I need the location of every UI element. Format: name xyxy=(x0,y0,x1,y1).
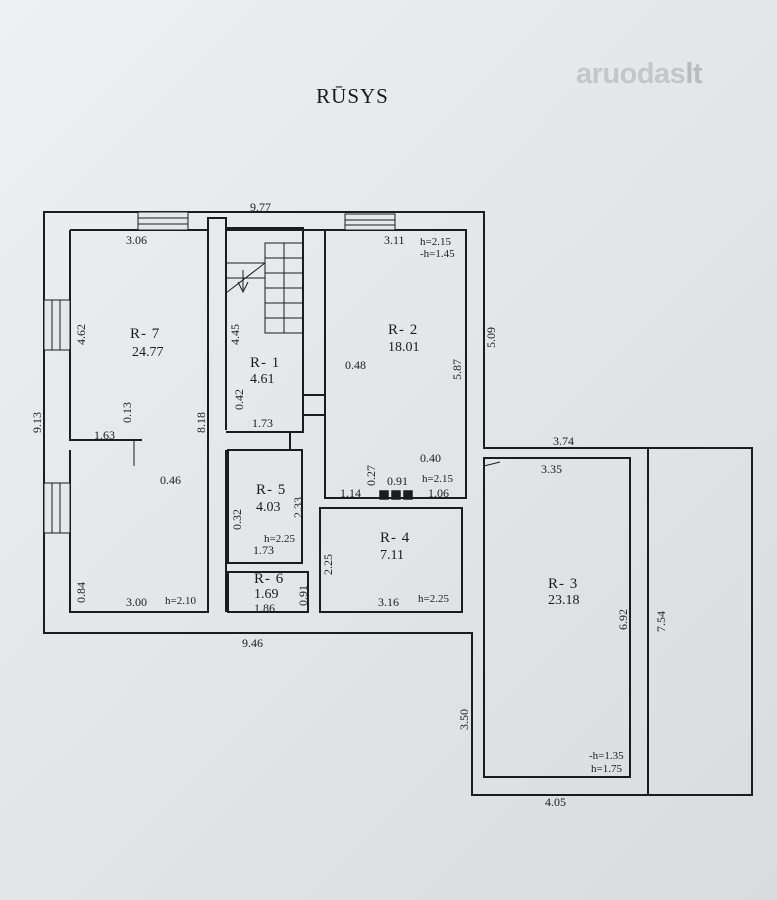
window-r2-top xyxy=(344,213,396,231)
dim-r7-partition: 1.63 xyxy=(94,428,115,442)
dim-r6-side: 0.91 xyxy=(296,585,310,606)
outer-wall xyxy=(43,211,753,796)
dim-r2-bottom-c: 1.14 xyxy=(340,486,361,500)
dim-r4-side: 2.25 xyxy=(321,554,335,575)
dim-r2-top: 3.11 xyxy=(384,233,405,247)
room-r3-area: 23.18 xyxy=(548,593,580,608)
dim-r6-bottom: 1.86 xyxy=(254,601,275,615)
dim-r3-outer-side: 7.54 xyxy=(654,611,668,632)
room-r7-code: R- 7 xyxy=(130,326,161,342)
dim-r3-side: 6.92 xyxy=(616,609,630,630)
height-r5-h: h=2.25 xyxy=(264,533,295,545)
dim-r7-top: 3.06 xyxy=(126,233,147,247)
dim-r2-side: 5.87 xyxy=(450,359,464,380)
room-r6-area: 1.69 xyxy=(254,587,279,602)
r7-inner xyxy=(69,230,209,613)
room-r4-code: R- 4 xyxy=(380,530,411,546)
room-r7-area: 24.77 xyxy=(132,345,164,360)
page-title: RŪSYS xyxy=(316,84,389,108)
dim-left-overall: 9.13 xyxy=(30,412,44,433)
window-r7-top xyxy=(137,211,189,231)
boiler-symbol xyxy=(379,490,413,500)
r4-walls xyxy=(319,507,463,613)
dim-r1-passage: 0.48 xyxy=(345,358,366,372)
window-r7-left-lower xyxy=(43,482,71,534)
dim-r5-side: 2.33 xyxy=(291,497,305,518)
room-r2-code: R- 2 xyxy=(388,322,419,338)
r3-door-mark xyxy=(483,461,501,467)
height-r3-neg: -h=1.35 xyxy=(589,750,624,762)
watermark-brand: aruodas xyxy=(576,58,686,90)
dim-r7-bottom-side: 0.84 xyxy=(74,582,88,603)
wall-r7-right xyxy=(207,230,227,612)
dim-r3-bottom: 4.05 xyxy=(545,795,566,809)
r3-walls xyxy=(483,448,649,795)
room-r4-area: 7.11 xyxy=(380,548,404,563)
dim-r1-side: 0.42 xyxy=(232,389,246,410)
room-r5-code: R- 5 xyxy=(256,482,287,498)
window-r7-left-upper xyxy=(43,299,71,351)
height-r7-h: h=2.10 xyxy=(165,595,196,607)
dim-r7-small: 0.13 xyxy=(120,402,134,423)
room-r5-area: 4.03 xyxy=(256,500,281,515)
room-r6-code: R- 6 xyxy=(254,571,285,587)
height-r2-neg: -h=1.45 xyxy=(420,248,455,260)
dim-r3-left-outer: 3.50 xyxy=(457,709,471,730)
dim-top-overall: 9.77 xyxy=(250,200,271,214)
height-r2-h: h=2.15 xyxy=(420,236,451,248)
dim-r5-bottom: 1.73 xyxy=(253,543,274,557)
watermark-suffix: lt xyxy=(685,58,703,90)
dim-r1-stair: 4.45 xyxy=(228,324,242,345)
dim-r2-bottom-d: 1.06 xyxy=(428,486,449,500)
dim-r3-top-outer: 3.74 xyxy=(553,434,574,448)
height-r2-lower: h=2.15 xyxy=(422,473,453,485)
dim-right-upper: 5.09 xyxy=(484,327,498,348)
room-r1-code: R- 1 xyxy=(250,355,281,371)
room-r2-area: 18.01 xyxy=(388,340,420,355)
dim-r1-bottom: 1.73 xyxy=(252,416,273,430)
height-r3-h: h=1.75 xyxy=(591,763,622,775)
dim-r2-step: 0.40 xyxy=(420,451,441,465)
dim-r2-bottom-a: 0.27 xyxy=(364,465,378,486)
r5-walls xyxy=(227,449,303,564)
aruodas-watermark: aruodaslt xyxy=(576,58,703,91)
dim-r7-opening: 0.46 xyxy=(160,473,181,487)
r6-walls xyxy=(227,571,309,613)
dim-r7-left-wall: 4.62 xyxy=(74,324,88,345)
dim-r7-side: 8.18 xyxy=(194,412,208,433)
dim-r5-small: 0.32 xyxy=(230,509,244,530)
dim-r2-bottom-b: 0.91 xyxy=(387,474,408,488)
height-r4-h: h=2.25 xyxy=(418,593,449,605)
r2-walls xyxy=(303,230,467,499)
dim-r7-bottom: 3.00 xyxy=(126,595,147,609)
dim-r4-bottom: 3.16 xyxy=(378,595,399,609)
dim-r3-top-inner: 3.35 xyxy=(541,462,562,476)
staircase xyxy=(225,242,304,334)
dim-bottom-overall: 9.46 xyxy=(242,636,263,650)
room-r3-code: R- 3 xyxy=(548,576,579,592)
room-r1-area: 4.61 xyxy=(250,372,275,387)
